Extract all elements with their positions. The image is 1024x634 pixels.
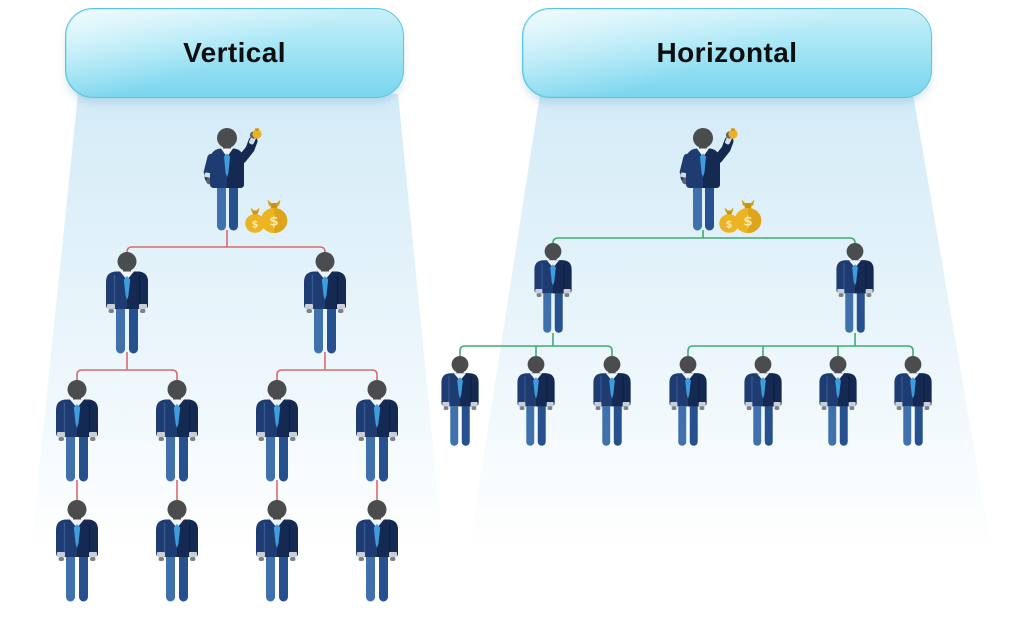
horizontal-tree [440,128,933,447]
horizontal-title: Horizontal [656,37,798,68]
businessman-icon [105,252,149,355]
money-bags-icon [719,199,762,234]
connector-line [126,230,326,253]
businessman-icon [255,380,299,483]
businessman-icon [155,500,199,603]
connector-line [276,352,378,380]
businessman-icon [55,380,99,483]
businessman-icon [440,356,480,447]
businessman-icon [592,356,632,447]
businessman-icon [155,380,199,483]
connector-line [76,352,178,380]
businessman-icon [668,356,708,447]
businessman-icon [835,243,875,334]
businessman-icon [818,356,858,447]
businessman-icon [743,356,783,447]
connector-line [687,333,914,356]
businessman-icon [355,500,399,603]
businessman-icon [893,356,933,447]
businessman-icon [55,500,99,603]
businessman-icon [516,356,556,447]
money-bags-icon [245,199,288,234]
businessman-icon [355,380,399,483]
horizontal-header: Horizontal [522,8,932,98]
vertical-title: Vertical [183,37,286,68]
businessman-icon [255,500,299,603]
businessman-icon [303,252,347,355]
connector-line [552,230,856,244]
vertical-header: Vertical [65,8,404,98]
vertical-tree [55,128,399,603]
businessman-icon [533,243,573,334]
connector-line [459,333,613,356]
